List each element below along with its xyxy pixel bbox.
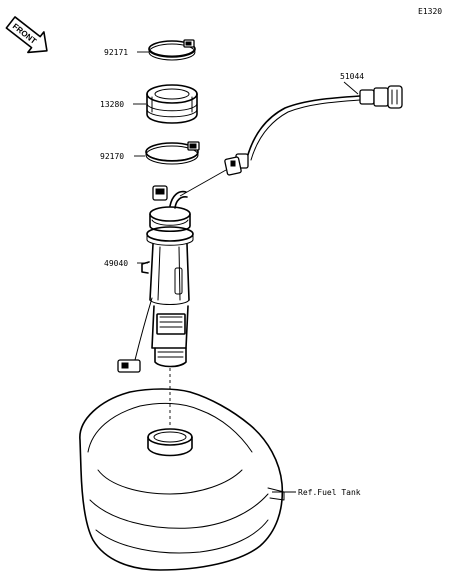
leader-51044 <box>343 81 359 95</box>
clamp-92170 <box>145 141 200 165</box>
part-label-13280: 13280 <box>100 100 124 109</box>
reference-label-fuel-tank: Ref.Fuel Tank <box>298 488 361 497</box>
part-label-49040: 49040 <box>104 259 128 268</box>
part-label-92171: 92171 <box>104 48 128 57</box>
clamp-92171 <box>148 39 196 61</box>
fuel-pump-49040 <box>117 185 194 373</box>
harness-51044 <box>179 85 403 197</box>
fuel-tank <box>79 388 285 571</box>
part-label-51044: 51044 <box>340 72 364 81</box>
gasket-13280 <box>146 84 198 124</box>
diagram-code: E1320 <box>418 7 442 16</box>
front-direction-badge: FRONT <box>5 16 48 54</box>
part-label-92170: 92170 <box>100 152 124 161</box>
